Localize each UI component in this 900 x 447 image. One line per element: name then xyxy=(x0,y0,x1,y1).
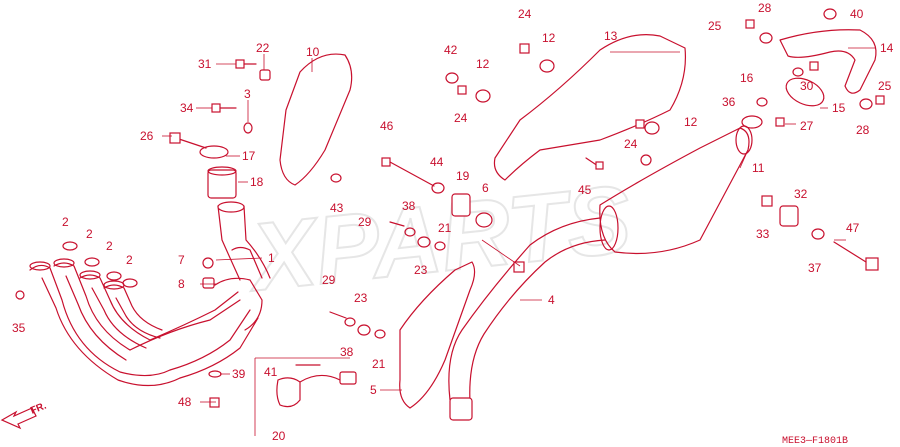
callout-42: 42 xyxy=(444,43,458,57)
callout-24a: 24 xyxy=(518,7,532,21)
chamber-13 xyxy=(493,34,687,181)
callout-28a: 28 xyxy=(758,1,772,15)
callout-2a: 2 xyxy=(62,215,69,229)
callout-24c: 24 xyxy=(624,137,638,151)
callout-3: 3 xyxy=(244,87,251,101)
callout-19: 19 xyxy=(456,169,470,183)
callout-27: 27 xyxy=(800,119,814,133)
front-label: FR. xyxy=(29,400,48,416)
callout-34: 34 xyxy=(180,101,194,115)
callout-7: 7 xyxy=(178,253,185,267)
callout-10: 10 xyxy=(306,45,320,59)
center-hardware xyxy=(329,157,493,339)
callout-48: 48 xyxy=(178,395,192,409)
callout-40: 40 xyxy=(850,7,864,21)
pipe-bracket xyxy=(513,261,525,273)
callout-15: 15 xyxy=(832,101,846,115)
callout-2b: 2 xyxy=(86,227,93,241)
callout-12c: 12 xyxy=(684,115,698,129)
o2-sensor xyxy=(276,364,357,408)
callout-23a: 23 xyxy=(414,263,428,277)
callout-24b: 24 xyxy=(454,111,468,125)
callout-23b: 23 xyxy=(354,291,368,305)
callout-38a: 38 xyxy=(402,199,416,213)
callout-36: 36 xyxy=(722,95,736,109)
callout-30: 30 xyxy=(800,79,814,93)
callout-2d: 2 xyxy=(126,253,133,267)
callout-47: 47 xyxy=(846,221,860,235)
diagram-code: MEE3—F1801B xyxy=(782,436,848,447)
callout-44: 44 xyxy=(430,155,444,169)
callout-20: 20 xyxy=(272,429,286,443)
heat-shield-5 xyxy=(399,261,476,409)
callout-5: 5 xyxy=(370,383,377,397)
callout-25a: 25 xyxy=(708,19,722,33)
front-direction-marker: FR. xyxy=(0,400,48,430)
callout-25b: 25 xyxy=(878,79,892,93)
watermark: XPARTS xyxy=(241,165,636,312)
callout-41: 41 xyxy=(264,365,278,379)
callout-26: 26 xyxy=(140,129,154,143)
pipe-end-4 xyxy=(449,397,473,421)
callout-21a: 21 xyxy=(438,221,452,235)
callout-8: 8 xyxy=(178,277,185,291)
callout-21b: 21 xyxy=(372,357,386,371)
callout-29a: 29 xyxy=(358,215,372,229)
callout-12b: 12 xyxy=(476,57,490,71)
heat-shield-10 xyxy=(279,53,353,186)
silencer-bracket xyxy=(741,8,885,271)
left-hardware xyxy=(15,59,342,408)
arrow-left-icon xyxy=(0,407,37,430)
callout-32: 32 xyxy=(794,187,808,201)
callout-2c: 2 xyxy=(106,239,113,253)
callout-31: 31 xyxy=(198,57,212,71)
callout-13: 13 xyxy=(604,29,618,43)
callout-6: 6 xyxy=(482,181,489,195)
callout-16: 16 xyxy=(740,71,754,85)
joint-collar xyxy=(169,132,237,199)
callout-33: 33 xyxy=(756,227,770,241)
callout-43: 43 xyxy=(330,201,344,215)
callout-28b: 28 xyxy=(856,123,870,137)
callout-4: 4 xyxy=(548,293,555,307)
callout-22: 22 xyxy=(256,41,270,55)
callout-37: 37 xyxy=(808,261,822,275)
callout-11: 11 xyxy=(752,161,765,175)
leader-lines xyxy=(162,47,876,436)
callout-18: 18 xyxy=(250,175,264,189)
callout-1: 1 xyxy=(268,251,275,265)
right-hardware xyxy=(445,43,660,170)
callout-labels: 31 22 10 34 3 26 17 18 43 2 2 2 2 7 8 1 … xyxy=(12,1,894,443)
callout-14: 14 xyxy=(880,41,894,55)
callout-29b: 29 xyxy=(322,273,336,287)
callout-17: 17 xyxy=(242,149,256,163)
callout-39: 39 xyxy=(232,367,246,381)
gasket-group xyxy=(62,241,138,288)
callout-46: 46 xyxy=(380,119,394,133)
callout-38b: 38 xyxy=(340,345,354,359)
callout-45: 45 xyxy=(578,183,592,197)
exhaust-manifold xyxy=(29,201,271,387)
callout-12a: 12 xyxy=(542,31,556,45)
callout-35: 35 xyxy=(12,321,26,335)
